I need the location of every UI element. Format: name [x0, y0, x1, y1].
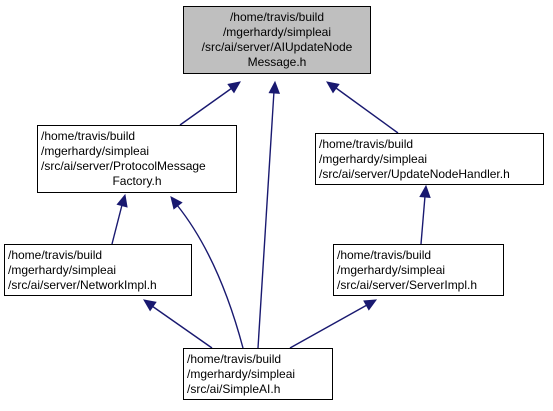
node-line: Message.h — [247, 55, 307, 69]
node-aiupdatenodemessage[interactable]: /home/travis/build /mgerhardy/simpleai /… — [183, 6, 371, 74]
node-protocolmessagefactory[interactable]: /home/travis/build /mgerhardy/simpleai /… — [37, 125, 237, 193]
node-line: /home/travis/build — [319, 137, 414, 151]
node-networkimpl[interactable]: /home/travis/build /mgerhardy/simpleai /… — [4, 244, 192, 296]
node-line: /src/ai/server/ProtocolMessage — [41, 159, 206, 173]
node-line: /src/ai/server/ServerImpl.h — [337, 278, 478, 292]
arrowhead-protocol-to-aiupdate — [227, 81, 241, 94]
edge-simpleai-to-protocol — [176, 204, 244, 349]
node-line: /home/travis/build — [337, 248, 432, 262]
edge-protocol-to-aiupdate — [179, 87, 233, 126]
node-line: /home/travis/build — [8, 248, 103, 262]
node-line: /mgerhardy/simpleai — [222, 25, 332, 39]
node-updatenodehandler[interactable]: /home/travis/build /mgerhardy/simpleai /… — [315, 133, 544, 185]
edge-updatehandler-to-aiupdate — [335, 87, 399, 134]
node-line: /home/travis/build — [229, 10, 325, 24]
node-line: /src/ai/server/UpdateNodeHandler.h — [319, 167, 510, 181]
node-line: /src/ai/server/NetworkImpl.h — [8, 278, 157, 292]
node-line: /home/travis/build — [41, 129, 136, 143]
node-line: /src/ai/SimpleAI.h — [187, 382, 281, 396]
arrowhead-simpleai-to-serverimpl — [363, 299, 378, 311]
node-line: /mgerhardy/simpleai — [337, 263, 446, 277]
arrowhead-simpleai-to-networkimpl — [143, 299, 157, 312]
node-line: /src/ai/server/AIUpdateNode — [201, 40, 353, 54]
node-line: Factory.h — [112, 174, 162, 188]
arrowhead-simpleai-to-aiupdate — [268, 80, 281, 94]
edge-simpleai-to-aiupdate — [257, 90, 275, 349]
arrowhead-serverimpl-to-updatehandler — [419, 184, 431, 198]
edge-networkimpl-to-protocol — [111, 204, 123, 245]
edge-simpleai-to-serverimpl — [289, 304, 368, 349]
arrowhead-networkimpl-to-protocol — [116, 193, 128, 208]
arrowhead-simpleai-to-protocol — [170, 196, 183, 210]
node-line: /mgerhardy/simpleai — [319, 152, 428, 166]
arrowhead-updatehandler-to-aiupdate — [326, 81, 340, 94]
node-line: /home/travis/build — [187, 352, 282, 366]
node-line: /mgerhardy/simpleai — [8, 263, 117, 277]
node-line: /mgerhardy/simpleai — [41, 144, 150, 158]
edge-serverimpl-to-updatehandler — [420, 195, 426, 245]
node-simpleai[interactable]: /home/travis/build /mgerhardy/simpleai /… — [183, 348, 333, 400]
edge-simpleai-to-networkimpl — [151, 305, 213, 349]
node-serverimpl[interactable]: /home/travis/build /mgerhardy/simpleai /… — [333, 244, 504, 296]
node-line: /mgerhardy/simpleai — [187, 367, 296, 381]
